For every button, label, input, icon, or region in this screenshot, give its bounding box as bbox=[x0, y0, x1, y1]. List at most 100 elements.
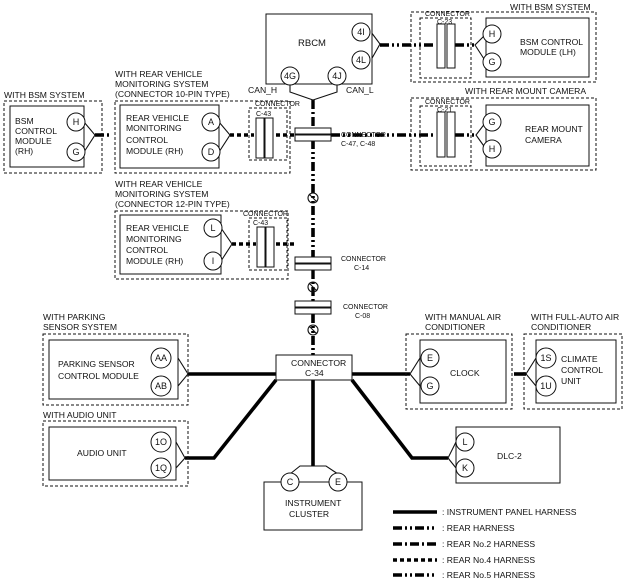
svg-text:C-08: C-08 bbox=[355, 313, 370, 320]
svg-text:MODULE (LH): MODULE (LH) bbox=[520, 47, 576, 57]
svg-text:(CONNECTOR 12-PIN TYPE): (CONNECTOR 12-PIN TYPE) bbox=[115, 199, 230, 209]
svg-text:MONITORING SYSTEM: MONITORING SYSTEM bbox=[115, 189, 208, 199]
legend-label-rear4: : REAR No.4 HARNESS bbox=[442, 555, 535, 565]
svg-text:C-43: C-43 bbox=[256, 111, 271, 118]
group-rvm10: WITH REAR VEHICLE MONITORING SYSTEM (CON… bbox=[114, 69, 291, 174]
group-rear-camera: WITH REAR MOUNT CAMERA bbox=[410, 86, 597, 171]
svg-text:CLIMATE: CLIMATE bbox=[561, 354, 598, 364]
legend-label-ip: : INSTRUMENT PANEL HARNESS bbox=[442, 507, 577, 517]
wire-dlc bbox=[350, 378, 448, 460]
svg-text:4G: 4G bbox=[284, 71, 296, 81]
group-audio: WITH AUDIO UNIT bbox=[42, 410, 189, 487]
svg-text:K: K bbox=[462, 463, 468, 473]
svg-text:G: G bbox=[488, 117, 495, 127]
svg-text:G: G bbox=[426, 381, 433, 391]
svg-text:WITH BSM SYSTEM: WITH BSM SYSTEM bbox=[510, 2, 591, 12]
svg-text:1O: 1O bbox=[155, 437, 167, 447]
svg-text:PARKING SENSOR: PARKING SENSOR bbox=[58, 359, 135, 369]
svg-text:BSM CONTROL: BSM CONTROL bbox=[520, 37, 583, 47]
svg-text:C-21: C-21 bbox=[437, 107, 452, 114]
group-bsm-top: WITH BSM SYSTEM bbox=[410, 2, 597, 83]
pins: 4I 4L 4G 4J H G H G A D G H L I AA AB 1O… bbox=[66, 22, 557, 492]
svg-text:C-14: C-14 bbox=[354, 265, 369, 272]
svg-text:CONTROL: CONTROL bbox=[126, 245, 168, 255]
svg-text:AB: AB bbox=[155, 381, 167, 391]
legend-label-rear2: : REAR No.2 HARNESS bbox=[442, 539, 535, 549]
svg-text:CONTROL: CONTROL bbox=[15, 126, 57, 136]
cluster-module: INSTRUMENT CLUSTER bbox=[263, 481, 363, 531]
svg-text:(CONNECTOR 10-PIN TYPE): (CONNECTOR 10-PIN TYPE) bbox=[115, 89, 230, 99]
can-h-label: CAN_H bbox=[248, 85, 277, 95]
svg-text:CONTROL: CONTROL bbox=[561, 365, 603, 375]
legend-label-rear5: : REAR No.5 HARNESS bbox=[442, 570, 535, 580]
rear-camera-module: REAR MOUNT CAMERA bbox=[485, 104, 590, 167]
svg-text:MONITORING: MONITORING bbox=[126, 123, 182, 133]
connector-c08: CONNECTOR C-08 bbox=[294, 300, 388, 320]
svg-text:AUDIO UNIT: AUDIO UNIT bbox=[77, 448, 127, 458]
svg-text:C-34: C-34 bbox=[305, 368, 324, 378]
svg-text:G: G bbox=[72, 147, 79, 157]
svg-text:CLUSTER: CLUSTER bbox=[289, 509, 329, 519]
svg-text:L: L bbox=[210, 223, 215, 233]
svg-text:4J: 4J bbox=[332, 71, 342, 81]
group-auto-ac: WITH FULL-AUTO AIR CONDITIONER bbox=[523, 312, 623, 410]
legend: : INSTRUMENT PANEL HARNESS : REAR HARNES… bbox=[393, 507, 577, 580]
rvm10-pins-join bbox=[218, 121, 231, 153]
svg-text:C-43: C-43 bbox=[253, 220, 268, 227]
svg-text:4I: 4I bbox=[357, 27, 365, 37]
cluster-pins-join bbox=[289, 465, 339, 475]
parking-pins-join bbox=[177, 357, 189, 387]
svg-text:CONNECTOR: CONNECTOR bbox=[243, 211, 288, 218]
climate-pins-join bbox=[525, 357, 537, 387]
svg-text:CONNECTOR: CONNECTOR bbox=[341, 256, 386, 263]
svg-text:WITH REAR MOUNT CAMERA: WITH REAR MOUNT CAMERA bbox=[465, 86, 586, 96]
svg-text:CONNECTOR: CONNECTOR bbox=[425, 99, 470, 106]
svg-text:DLC-2: DLC-2 bbox=[497, 451, 522, 461]
svg-text:G: G bbox=[488, 57, 495, 67]
svg-text:MODULE (RH): MODULE (RH) bbox=[126, 146, 183, 156]
audio-pins-join bbox=[175, 441, 186, 469]
connector-c43-lower: CONNECTOR C-43 bbox=[243, 211, 288, 271]
svg-text:CLOCK: CLOCK bbox=[450, 368, 480, 378]
svg-text:MONITORING SYSTEM: MONITORING SYSTEM bbox=[115, 79, 208, 89]
rvm10-module: REAR VEHICLE MONITORING CONTROL MODULE (… bbox=[119, 104, 220, 169]
svg-text:H: H bbox=[73, 117, 80, 127]
svg-text:C-47, C-48: C-47, C-48 bbox=[341, 141, 375, 148]
svg-text:CONNECTOR: CONNECTOR bbox=[291, 358, 346, 368]
connector-c23: CONNECTOR C-23 bbox=[419, 11, 472, 79]
group-bsm-left: WITH BSM SYSTEM bbox=[3, 90, 103, 174]
connector-c43-upper: CONNECTOR C-43 bbox=[248, 101, 300, 161]
svg-text:WITH REAR VEHICLE: WITH REAR VEHICLE bbox=[115, 179, 203, 189]
connector-c47-c48: CONNECTOR C-47, C-48 bbox=[294, 127, 386, 148]
can-l-label: CAN_L bbox=[346, 85, 374, 95]
svg-text:C-23: C-23 bbox=[437, 19, 452, 26]
svg-text:UNIT: UNIT bbox=[561, 376, 582, 386]
svg-text:I: I bbox=[212, 256, 215, 266]
rvm12-pins-join bbox=[220, 227, 233, 262]
dlc-module: DLC-2 bbox=[455, 426, 561, 484]
svg-text:(RH): (RH) bbox=[15, 146, 33, 156]
svg-text:WITH PARKING: WITH PARKING bbox=[43, 312, 106, 322]
svg-text:MONITORING: MONITORING bbox=[126, 234, 182, 244]
group-rvm12: WITH REAR VEHICLE MONITORING SYSTEM (CON… bbox=[114, 179, 289, 280]
svg-text:BSM: BSM bbox=[15, 116, 34, 126]
svg-text:CONNECTOR: CONNECTOR bbox=[255, 101, 300, 108]
svg-text:D: D bbox=[208, 147, 215, 157]
svg-text:CAMERA: CAMERA bbox=[525, 135, 562, 145]
svg-text:E: E bbox=[335, 477, 341, 487]
dlc-pins-join bbox=[447, 441, 457, 469]
bsm-lh-module: BSM CONTROL MODULE (LH) bbox=[485, 17, 590, 78]
svg-text:L: L bbox=[462, 437, 467, 447]
svg-text:MODULE (RH): MODULE (RH) bbox=[126, 256, 183, 266]
clock-pins-join bbox=[409, 357, 421, 387]
svg-text:C: C bbox=[287, 477, 294, 487]
svg-text:MODULE: MODULE bbox=[15, 136, 52, 146]
svg-text:CONNECTOR: CONNECTOR bbox=[425, 11, 470, 18]
bsmrh-pins-join bbox=[83, 121, 96, 153]
svg-text:WITH MANUAL AIR: WITH MANUAL AIR bbox=[425, 312, 501, 322]
svg-text:CONTROL MODULE: CONTROL MODULE bbox=[58, 371, 139, 381]
svg-text:SENSOR SYSTEM: SENSOR SYSTEM bbox=[43, 322, 117, 332]
svg-text:REAR MOUNT: REAR MOUNT bbox=[525, 124, 584, 134]
legend-label-rear: : REAR HARNESS bbox=[442, 523, 515, 533]
